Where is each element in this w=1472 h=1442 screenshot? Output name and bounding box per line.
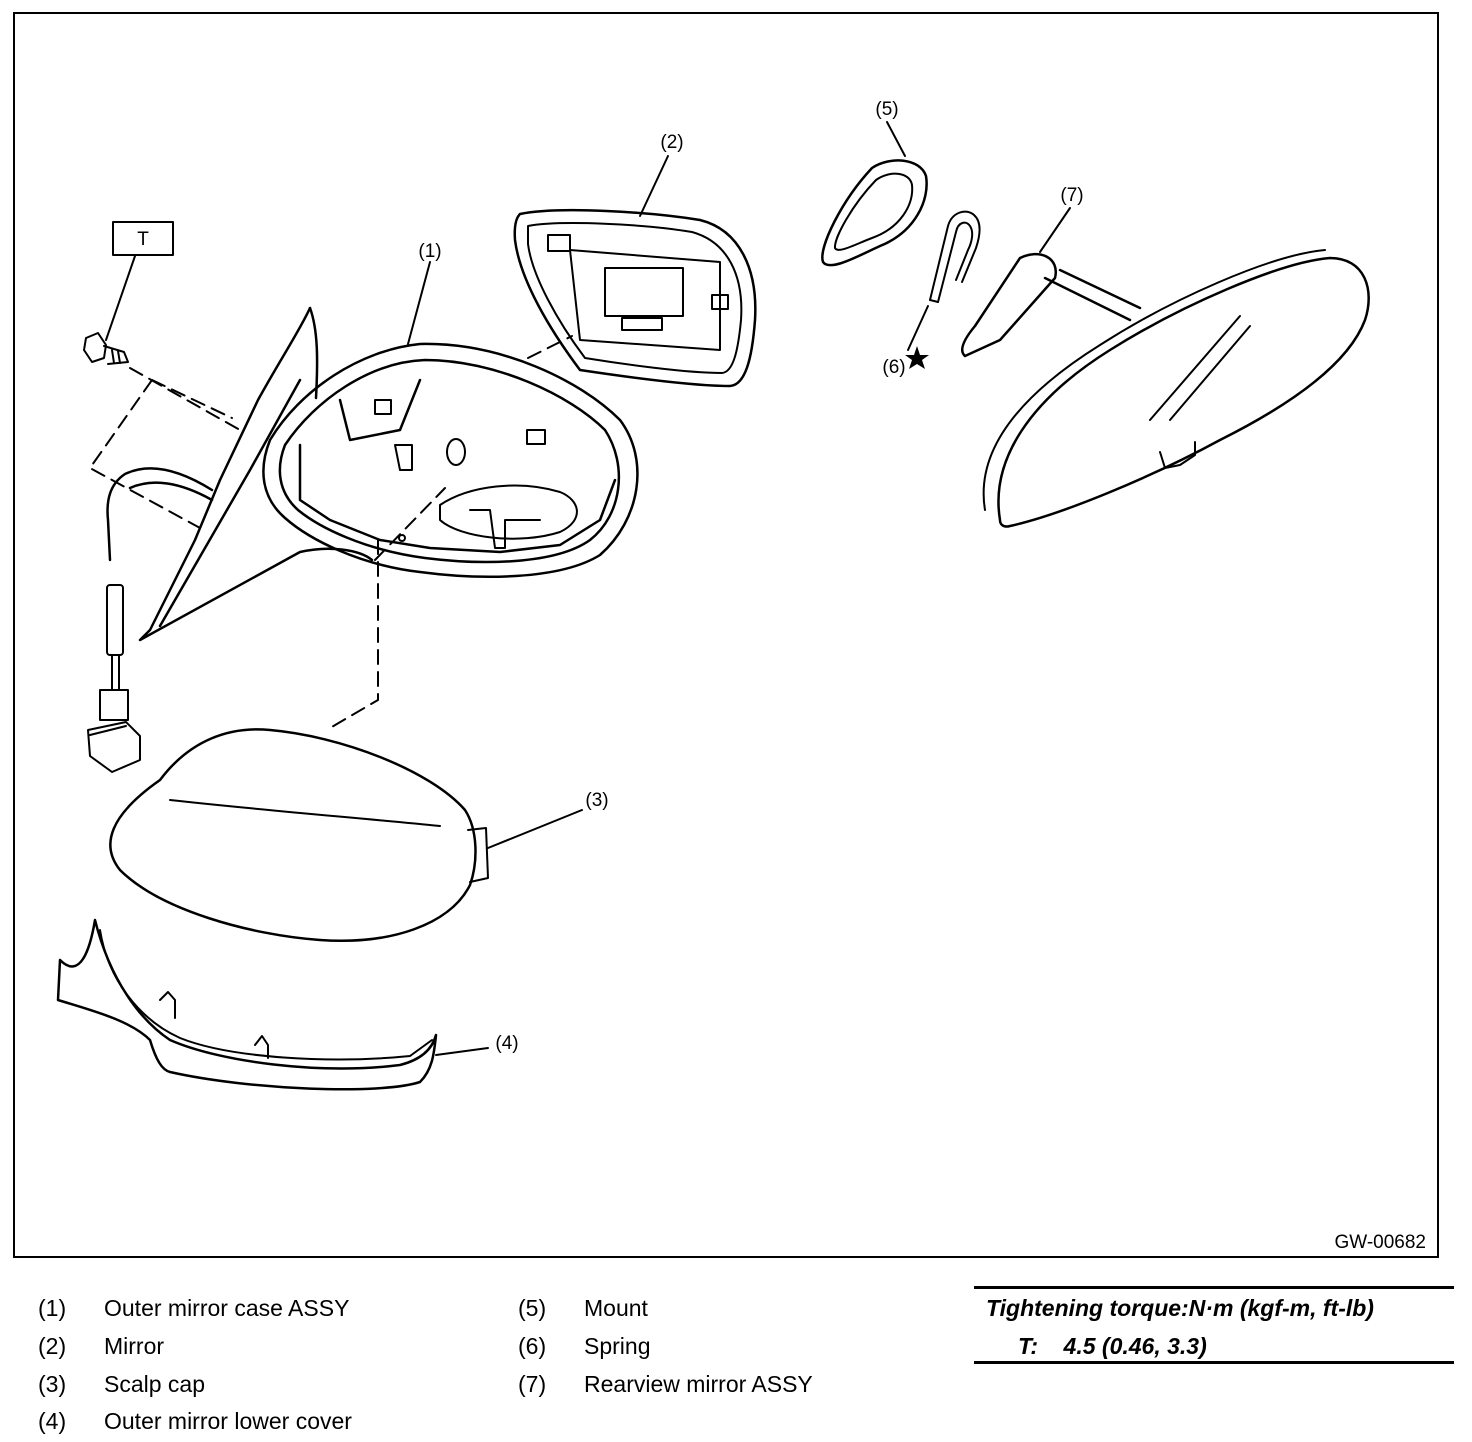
callout-1: (1) bbox=[418, 241, 441, 262]
callout-4: (4) bbox=[495, 1033, 518, 1054]
torque-symbol-box: T bbox=[105, 221, 174, 341]
legend-text: Mount bbox=[584, 1295, 648, 1321]
mount-drawing bbox=[821, 159, 928, 267]
figure-code: GW-00682 bbox=[1334, 1232, 1426, 1253]
callout-3: (3) bbox=[585, 790, 608, 811]
assembly-guide-lines bbox=[89, 335, 573, 729]
legend-text: Outer mirror case ASSY bbox=[104, 1295, 350, 1321]
callout-2: (2) bbox=[660, 132, 683, 153]
outer-mirror-case-drawing bbox=[262, 342, 639, 578]
legend-number: (5) bbox=[518, 1295, 547, 1321]
legend-text: Mirror bbox=[104, 1333, 165, 1359]
star-icon bbox=[905, 346, 929, 369]
legend-number: (6) bbox=[518, 1333, 547, 1359]
bolt-icon bbox=[83, 332, 129, 365]
diagram-frame bbox=[13, 12, 1439, 1258]
callout-6: (6) bbox=[882, 357, 905, 378]
legend-text: Outer mirror lower cover bbox=[104, 1408, 352, 1434]
callout-7: (7) bbox=[1060, 185, 1083, 206]
legend-number: (3) bbox=[38, 1371, 67, 1397]
legend-number: (4) bbox=[38, 1408, 67, 1434]
spring-drawing bbox=[929, 210, 981, 303]
mirror-glass-drawing bbox=[513, 208, 757, 388]
legend-number: (2) bbox=[38, 1333, 67, 1359]
legend-number: (1) bbox=[38, 1295, 67, 1321]
callout-leaders bbox=[407, 121, 1071, 1056]
callout-5: (5) bbox=[875, 99, 898, 120]
lower-cover-drawing bbox=[56, 918, 438, 1091]
legend-text: Spring bbox=[584, 1333, 651, 1359]
torque-symbol-label: T bbox=[137, 229, 149, 250]
torque-value: T: 4.5 (0.46, 3.3) bbox=[1018, 1333, 1207, 1359]
harness-connector-icon bbox=[87, 584, 141, 773]
scalp-cap-drawing bbox=[109, 728, 489, 942]
legend-text: Scalp cap bbox=[104, 1371, 206, 1397]
legend-text: Rearview mirror ASSY bbox=[584, 1371, 813, 1397]
torque-title: Tightening torque:N·m (kgf-m, ft-lb) bbox=[986, 1295, 1374, 1321]
rearview-mirror-drawing bbox=[960, 249, 1370, 528]
tightening-torque-box: Tightening torque:N·m (kgf-m, ft-lb) T: … bbox=[974, 1286, 1454, 1364]
legend-number: (7) bbox=[518, 1371, 547, 1397]
mirror-base-outline bbox=[106, 306, 374, 642]
exploded-view-diagram: T bbox=[56, 99, 1370, 1091]
